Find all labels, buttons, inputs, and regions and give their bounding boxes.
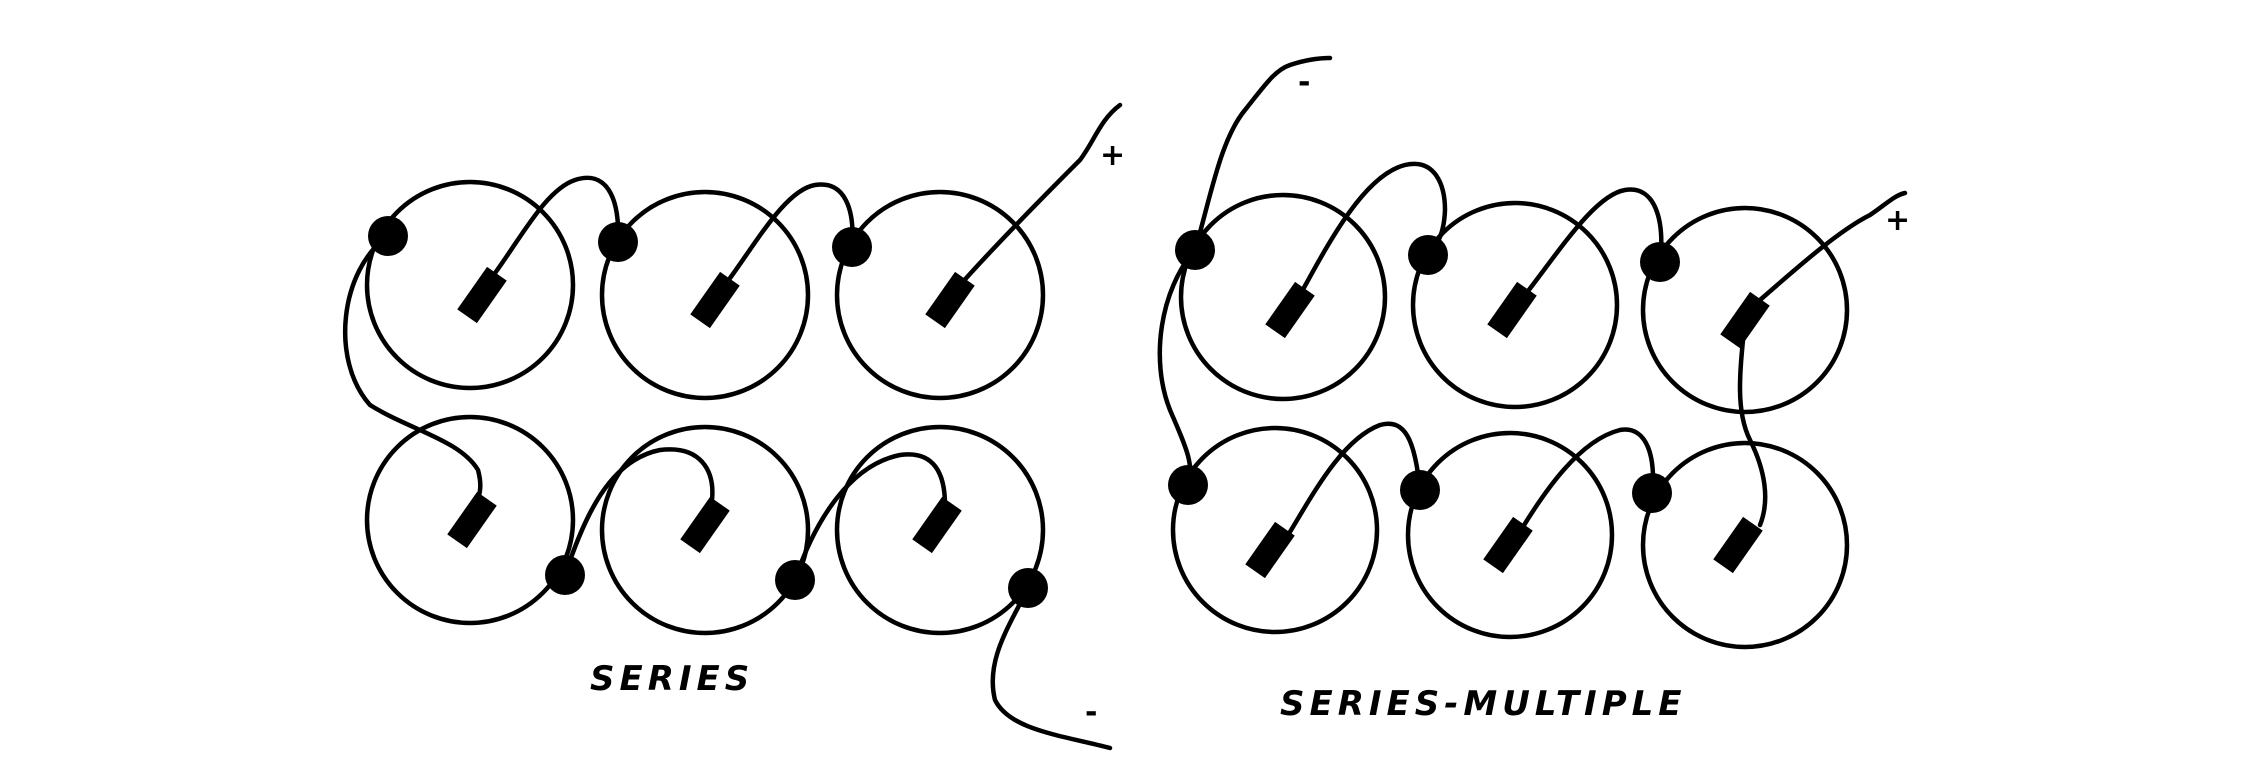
cell-top-2 bbox=[599, 189, 811, 401]
zinc-element bbox=[1245, 521, 1295, 579]
positive-terminal-sign: + bbox=[1885, 203, 1910, 238]
cell-bottom-2 bbox=[599, 424, 811, 636]
connecting-wire bbox=[792, 452, 948, 583]
connecting-wire bbox=[1515, 427, 1656, 538]
connecting-wire bbox=[1157, 247, 1198, 488]
cell-top-1 bbox=[1178, 192, 1388, 402]
zinc-element bbox=[690, 271, 740, 329]
connecting-wire bbox=[722, 182, 855, 288]
zinc-element bbox=[1265, 281, 1315, 339]
cell-bottom-1 bbox=[1170, 425, 1380, 635]
cell-top-3 bbox=[1640, 205, 1850, 415]
negative-terminal-sign: - bbox=[1298, 65, 1310, 100]
cell-top-1 bbox=[364, 179, 576, 391]
cell-top-2 bbox=[1410, 200, 1620, 410]
cell-bottom-3 bbox=[1640, 440, 1850, 650]
positive-lead bbox=[1757, 190, 1908, 303]
zinc-element bbox=[912, 496, 962, 554]
series-caption: SERIES bbox=[590, 659, 754, 699]
series-diagram: + - SERIES bbox=[342, 102, 1125, 751]
connecting-wire bbox=[487, 175, 621, 283]
negative-lead bbox=[990, 585, 1113, 751]
series-multiple-caption: SERIES-MULTIPLE bbox=[1280, 684, 1687, 724]
negative-lead bbox=[1192, 55, 1333, 253]
cell-bottom-2 bbox=[1405, 430, 1615, 640]
zinc-element bbox=[680, 496, 730, 554]
cell-bottom-1 bbox=[364, 414, 576, 626]
positive-lead bbox=[957, 102, 1123, 288]
connecting-wire bbox=[1522, 187, 1664, 298]
zinc-element bbox=[925, 271, 975, 329]
cell-top-3 bbox=[834, 189, 1046, 401]
series-multiple-diagram: - + SERIES-MULTIPLE bbox=[1157, 55, 1910, 724]
negative-terminal-sign: - bbox=[1085, 695, 1097, 730]
connecting-wire bbox=[1282, 421, 1423, 543]
connecting-wire bbox=[1297, 161, 1448, 298]
zinc-element bbox=[1713, 516, 1763, 574]
connecting-wire bbox=[562, 447, 715, 578]
zinc-element bbox=[447, 491, 497, 549]
cell-bottom-3 bbox=[834, 424, 1046, 636]
connecting-wire bbox=[1737, 317, 1768, 528]
positive-terminal-sign: + bbox=[1100, 138, 1125, 173]
connecting-wire bbox=[342, 233, 483, 503]
zinc-element bbox=[457, 266, 507, 324]
